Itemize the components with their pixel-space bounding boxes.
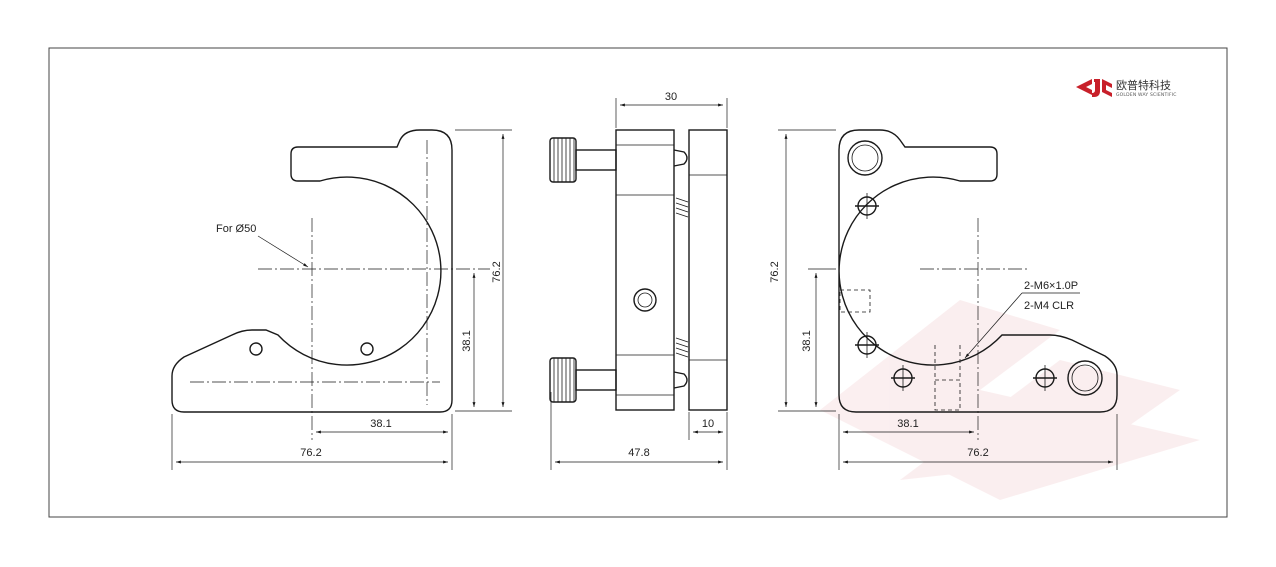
rear-screw-2 bbox=[854, 331, 880, 359]
front-hole-right bbox=[360, 342, 374, 356]
rear-view: 2-M6×1.0P 2-M4 CLR 76.2 38.1 38.1 76.2 bbox=[769, 129, 1118, 470]
watermark-logo bbox=[820, 300, 1200, 500]
rear-dim-center-width: 38.1 bbox=[897, 418, 918, 430]
brand-name: 欧普特科技 bbox=[1116, 78, 1171, 92]
brand-logo-icon bbox=[1076, 79, 1112, 97]
rear-dim-center-height: 38.1 bbox=[801, 330, 813, 351]
side-view: 30 47.8 10 bbox=[549, 91, 728, 470]
front-hole-left bbox=[249, 342, 263, 356]
front-dim-center-width: 38.1 bbox=[370, 418, 391, 430]
rear-gear-knob-top bbox=[847, 140, 883, 176]
rear-clearance-note: 2-M4 CLR bbox=[1024, 300, 1074, 312]
side-dim-bottom: 47.8 bbox=[628, 447, 649, 459]
brand-subtitle: GOLDEN WAY SCIENTIFIC bbox=[1116, 92, 1177, 98]
front-view: For Ø50 76.2 38.1 38.1 76.2 bbox=[171, 129, 512, 470]
rear-thread-note: 2-M6×1.0P bbox=[1024, 280, 1078, 292]
side-dim-top: 30 bbox=[665, 91, 677, 103]
brand-logo: 欧普特科技 GOLDEN WAY SCIENTIFIC bbox=[1076, 78, 1177, 98]
front-bore-note: For Ø50 bbox=[216, 223, 256, 235]
drawing-frame bbox=[48, 47, 1228, 518]
front-dim-height: 76.2 bbox=[491, 261, 503, 282]
side-center-hole bbox=[633, 288, 657, 312]
rear-dim-width: 76.2 bbox=[967, 447, 988, 459]
rear-dim-height: 76.2 bbox=[769, 261, 781, 282]
side-front-plate bbox=[615, 129, 675, 411]
side-knob-bottom bbox=[549, 357, 577, 403]
side-knob-top bbox=[549, 137, 577, 183]
side-rear-plate bbox=[688, 129, 728, 411]
side-dim-plate: 10 bbox=[702, 418, 714, 430]
front-dim-width: 76.2 bbox=[300, 447, 321, 459]
front-dim-center-height: 38.1 bbox=[461, 330, 473, 351]
